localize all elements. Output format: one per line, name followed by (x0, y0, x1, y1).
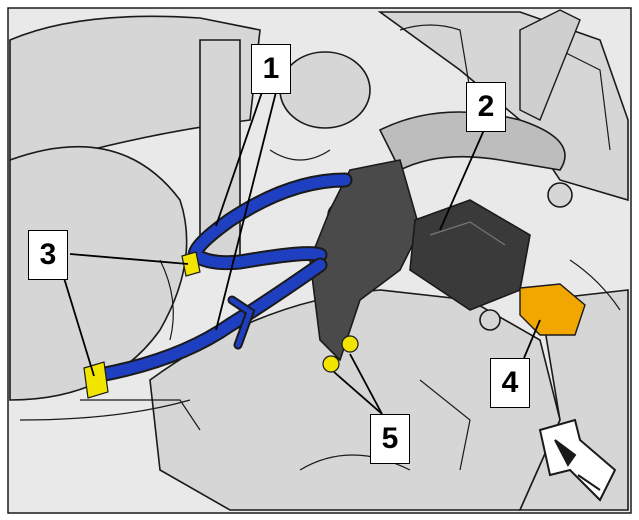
engine-linework (19, 24, 621, 471)
callout-2: 2 (466, 82, 506, 132)
hose-clip-lower (83, 361, 109, 399)
callout-4: 4 (490, 358, 530, 408)
bracket-bolt-lower (322, 355, 340, 373)
intake-pipe (519, 9, 581, 121)
hose-clip-upper (181, 251, 201, 277)
front-view-arrow-icon (538, 418, 617, 502)
callout-1: 1 (251, 44, 291, 94)
callout-3: 3 (28, 230, 68, 280)
bracket-bolt-upper (341, 335, 359, 353)
leader-lines (63, 91, 541, 415)
intake-hose (378, 111, 566, 172)
mounting-bracket (309, 159, 421, 362)
electrical-connector (519, 283, 586, 336)
callout-5: 5 (370, 414, 410, 464)
